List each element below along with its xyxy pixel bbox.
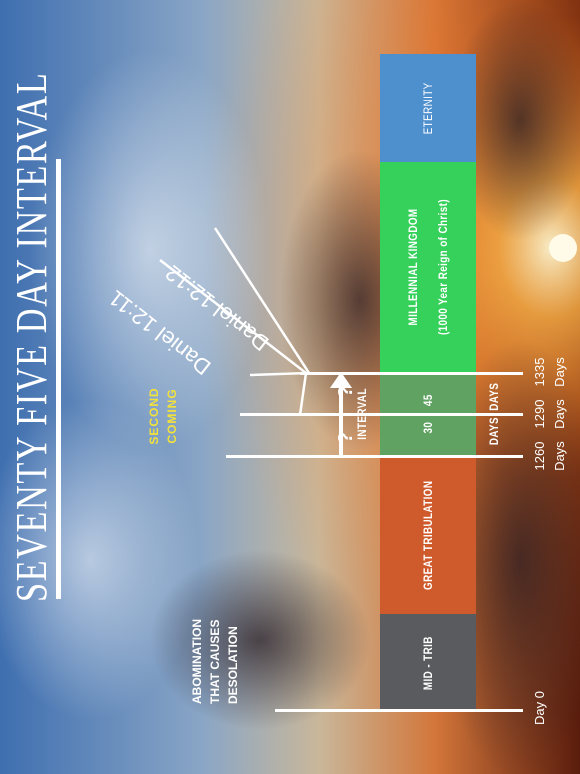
day-0-label: Day 0	[532, 691, 547, 725]
segment-mid-trib-label: MID - TRIB	[420, 636, 435, 690]
segment-eternity: ETERNITY	[380, 54, 476, 162]
second-coming-label: SECOND COMING	[147, 387, 179, 445]
day-0-marker	[275, 709, 523, 712]
arrow-head	[330, 372, 352, 388]
segment-great-tribulation: GREAT TRIBULATION	[380, 456, 476, 614]
segment-millennial-kingdom-label: MILLENNIAL KINGDOM	[406, 208, 420, 326]
day-1260-marker	[226, 455, 523, 458]
segment-millennial-kingdom: MILLENNIAL KINGDOM (1000 Year Reign of C…	[380, 162, 476, 372]
segment-great-tribulation-label: GREAT TRIBULATION	[420, 480, 435, 590]
day-1260-label: 1260 Days	[532, 441, 567, 471]
day-1290-label: 1290 Days	[532, 399, 567, 429]
abomination-label: ABOMINATION THAT CAUSES DESOLATION	[190, 618, 240, 704]
day-1335-marker	[300, 372, 523, 375]
day-1290-marker	[240, 413, 523, 416]
segment-mid-trib: MID - TRIB	[380, 614, 476, 712]
segment-eternity-label: ETERNITY	[420, 82, 435, 134]
segment-millennial-kingdom-subtitle: (1000 Year Reign of Christ)	[436, 198, 450, 336]
day-1335-label: 1335 Days	[532, 357, 567, 387]
